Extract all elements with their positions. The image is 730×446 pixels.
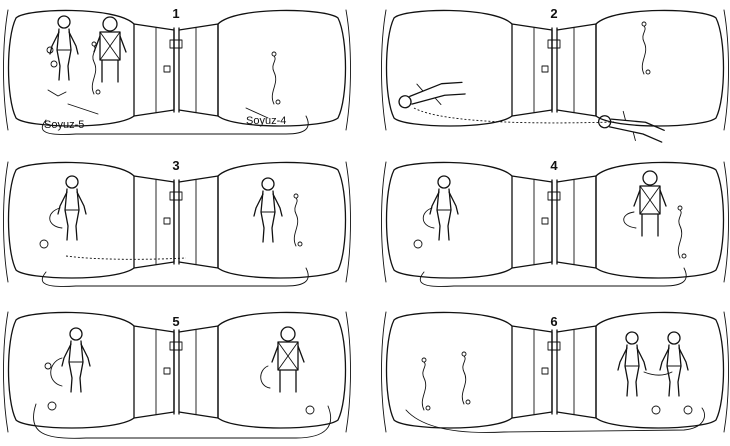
panel-number: 3 (172, 158, 179, 173)
panel-number: 1 (172, 6, 179, 21)
soyuz-4-label: Soyuz-4 (246, 115, 286, 127)
panel-3: 3 (4, 158, 351, 286)
soyuz-5-label: Soyuz-5 (44, 119, 84, 131)
panel-4: 4 (382, 158, 729, 286)
panel-number: 2 (550, 6, 557, 21)
panel-5: 5 (4, 312, 351, 438)
panel-number: 4 (550, 158, 558, 173)
panel-2: 2 (382, 6, 729, 146)
panel-number: 6 (550, 314, 557, 329)
panel-6: 6 (382, 312, 729, 432)
panel-1: 1 Soyuz-5 Soyuz-4 (4, 6, 351, 134)
panel-number: 5 (172, 314, 179, 329)
